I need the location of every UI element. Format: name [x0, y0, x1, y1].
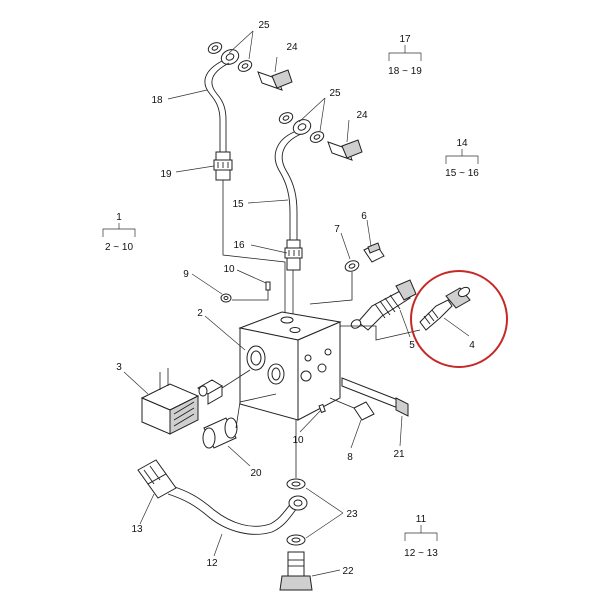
bolt-24-upper-icon: [257, 69, 293, 91]
group-11-range: 12 ~ 13: [404, 548, 438, 559]
label-7: 7: [334, 224, 340, 235]
label-10-top: 10: [223, 264, 235, 275]
label-6: 6: [361, 211, 367, 222]
group-11-head: 11: [416, 514, 427, 525]
fitting-20-icon: [202, 393, 277, 449]
group-ref-1: 1 2 ~ 10: [102, 212, 136, 253]
fitting-19-icon: [213, 151, 233, 181]
cartridge-valve-5-icon: [350, 279, 417, 331]
label-19: 19: [160, 169, 172, 180]
fitting-22-icon: [279, 551, 313, 591]
plug-6-icon: [363, 242, 385, 263]
label-2: 2: [197, 308, 203, 319]
group-14-head: 14: [456, 138, 468, 149]
group-17-head: 17: [399, 34, 411, 45]
label-21: 21: [393, 449, 405, 460]
group-ref-11: 11 12 ~ 13: [404, 514, 438, 559]
group-1-head: 1: [116, 212, 122, 223]
label-24a: 24: [286, 42, 298, 53]
label-16: 16: [233, 240, 245, 251]
pin-10-bottom-icon: [318, 403, 326, 414]
label-22: 22: [342, 566, 354, 577]
washer-9-icon: [220, 293, 232, 303]
label-15: 15: [232, 199, 244, 210]
pipe-assembly-18: [204, 42, 293, 312]
label-9: 9: [183, 269, 189, 280]
label-18: 18: [151, 95, 163, 106]
group-17-range: 18 ~ 19: [388, 66, 422, 77]
fitting-13-icon: [137, 459, 177, 499]
washer-23-upper-icon: [286, 478, 306, 490]
group-ref-17: 17 18 ~ 19: [388, 34, 422, 77]
pipe-assembly-15: [274, 112, 363, 316]
label-25b: 25: [329, 88, 341, 99]
washer-23-lower-icon: [286, 534, 306, 546]
label-5: 5: [409, 340, 415, 351]
group-14-range: 15 ~ 16: [445, 168, 479, 179]
label-12: 12: [206, 558, 218, 569]
valve-block-2-icon: [238, 311, 342, 421]
highlight-circle-part-4: [410, 270, 508, 368]
valve-part-4-icon: [419, 286, 471, 331]
label-23: 23: [346, 509, 358, 520]
bolt-24-lower-icon: [327, 139, 363, 161]
pipe-12-icon: [167, 485, 308, 535]
bolt-21-icon: [341, 377, 409, 417]
solenoid-coil-3-icon: [140, 368, 200, 435]
leaders: [123, 30, 470, 577]
pin-10-top-icon: [232, 281, 271, 301]
label-10-bottom: 10: [292, 435, 304, 446]
label-4: 4: [469, 340, 475, 351]
group-ref-14: 14 15 ~ 16: [445, 138, 479, 179]
label-8: 8: [347, 452, 353, 463]
solenoid-nut-icon: [197, 379, 223, 405]
label-24b: 24: [356, 110, 368, 121]
part-labels: 25 24 18 19 25 24 15 16 7 6 9 10 2 3 5 4…: [116, 20, 475, 577]
label-3: 3: [116, 362, 122, 373]
label-20: 20: [250, 468, 262, 479]
fitting-16-icon: [284, 239, 303, 271]
group-1-range: 2 ~ 10: [105, 242, 134, 253]
washer-7-icon: [344, 260, 360, 272]
label-25a: 25: [258, 20, 270, 31]
plug-8-icon: [329, 397, 375, 421]
label-13: 13: [131, 524, 143, 535]
